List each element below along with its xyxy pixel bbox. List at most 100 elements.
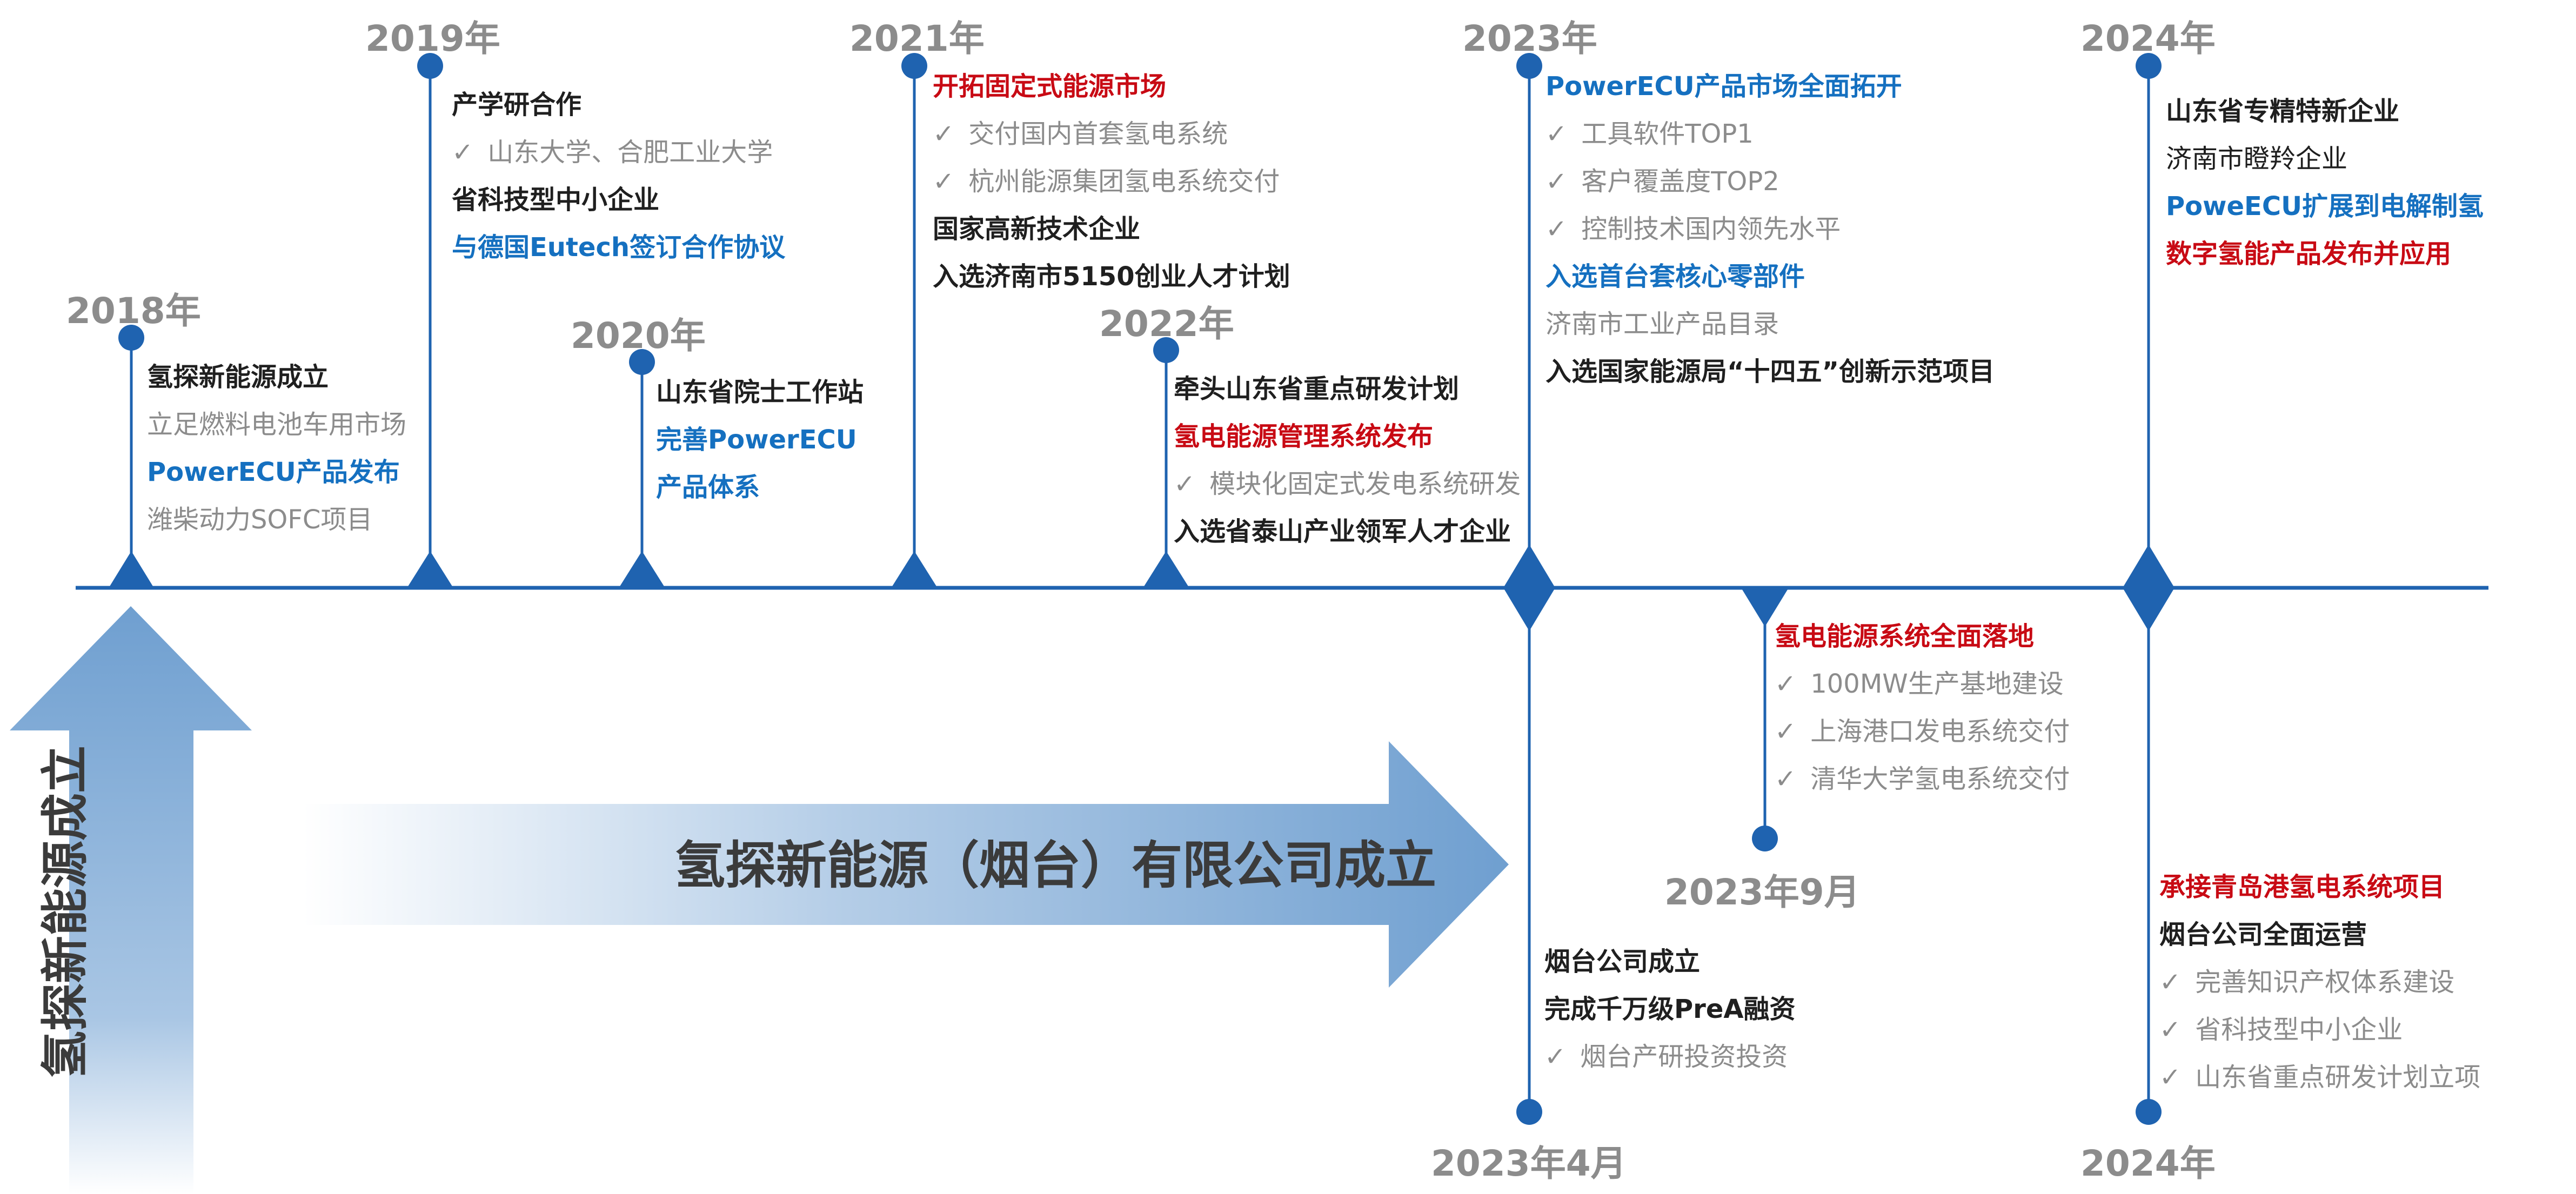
checklist-item: ✓ 交付国内首套氢电系统	[933, 110, 1290, 158]
check-icon: ✓	[1545, 214, 1568, 244]
year-2020: 2020年	[571, 315, 706, 357]
milestone-line: 烟台公司成立	[1544, 938, 1796, 985]
horizontal-yantai-arrow	[303, 741, 1509, 988]
milestone-line: 山东省专精特新企业	[2166, 88, 2484, 135]
milestone-line-text: 入选首台套核心零部件	[1545, 261, 1805, 292]
checklist-item: ✓清华大学氢电系统交付	[1775, 755, 2070, 803]
milestone-line: 立足燃料电池车用市场	[147, 401, 406, 448]
milestone-line: 国家高新技术企业	[933, 205, 1290, 253]
milestone-line: 山东省院士工作站	[656, 368, 864, 416]
milestone-line-text: 100MW生产基地建设	[1810, 669, 2064, 699]
milestone-line: 氢探新能源成立	[147, 353, 406, 401]
milestone-line: 牵头山东省重点研发计划	[1174, 365, 1521, 413]
milestone-line: 产学研合作	[452, 81, 785, 129]
milestone-line: 与德国Eutech签订合作协议	[452, 224, 785, 271]
milestone-line: PowerECU产品市场全面拓开	[1545, 63, 1995, 110]
check-icon: ✓	[1174, 469, 1196, 499]
milestone-line-text: 产品体系	[656, 472, 760, 502]
dot-2020	[629, 349, 655, 375]
milestone-line: 入选济南市5150创业人才计划	[933, 253, 1290, 300]
milestone-line-text: 完善知识产权体系建设	[2195, 967, 2455, 997]
milestone-line-text: 清华大学氢电系统交付	[1810, 764, 2070, 794]
milestone-line: 省科技型中小企业	[452, 176, 785, 224]
milestone-line-text: 杭州能源集团氢电系统交付	[968, 166, 1280, 197]
checklist-item: ✓ 工具软件TOP1	[1545, 110, 1995, 158]
check-icon: ✓	[1544, 1042, 1567, 1072]
year-2021: 2021年	[849, 18, 985, 59]
dot-2019	[417, 53, 443, 79]
check-icon: ✓	[933, 166, 955, 197]
milestone-line-text: 交付国内首套氢电系统	[968, 119, 1228, 149]
check-icon: ✓	[2159, 1062, 2182, 1092]
milestone-line-text: PoweECU扩展到电解制氢	[2166, 191, 2484, 222]
checklist-item: ✓ 上海港口发电系统交付	[1775, 708, 2070, 755]
milestone-line-text: 承接青岛港氢电系统项目	[2159, 872, 2445, 902]
milestone-line-text: 完成千万级PreA融资	[1544, 994, 1796, 1024]
dot-2023-9	[1752, 826, 1778, 851]
checklist-item: ✓ 山东大学、合肥工业大学	[452, 129, 785, 176]
year-2024: 2024年	[2080, 18, 2216, 59]
marker-2018	[108, 551, 155, 589]
milestone-line-text: 牵头山东省重点研发计划	[1174, 374, 1460, 404]
checklist-item: ✓ 烟台产研投资投资	[1544, 1033, 1796, 1081]
milestone-line: 入选首台套核心零部件	[1545, 253, 1995, 300]
milestone-2023-details: PowerECU产品市场全面拓开✓工具软件TOP1✓客户覆盖度TOP2✓控制技术…	[1545, 63, 1995, 395]
milestone-line-text: 与德国Eutech签订合作协议	[452, 232, 786, 263]
check-icon: ✓	[1775, 669, 1797, 699]
check-icon: ✓	[2159, 1015, 2182, 1045]
milestone-line: 产品体系	[656, 464, 864, 511]
milestone-line-text: 济南市工业产品目录	[1545, 309, 1779, 339]
milestone-line: 烟台公司全面运营	[2159, 911, 2480, 958]
milestone-line-text: PowerECU产品发布	[147, 457, 400, 487]
milestone-line: 数字氢能产品发布并应用	[2166, 230, 2484, 278]
checklist-item: ✓客户覆盖度TOP2	[1545, 158, 1995, 205]
year-2023-9: 2023年9月	[1664, 871, 1860, 913]
milestone-line-text: 入选省泰山产业领军人才企业	[1174, 516, 1511, 547]
milestone-line-text: 省科技型中小企业	[2195, 1015, 2403, 1045]
milestone-line: PowerECU产品发布	[147, 448, 406, 496]
milestone-line: 氢电能源系统全面落地	[1775, 613, 2070, 660]
milestone-2024-details: 山东省专精特新企业济南市瞪羚企业 PoweECU扩展到电解制氢数字氢能产品发布并应…	[2166, 88, 2484, 278]
vertical-founding-arrow	[10, 606, 252, 1194]
vertical-arrow-label: 氢探新能源成立	[37, 745, 93, 1078]
milestone-line-text: 济南市瞪羚企业	[2166, 144, 2348, 174]
milestone-line-text: 烟台公司全面运营	[2159, 920, 2367, 950]
milestone-2023-4-details: 烟台公司成立完成千万级PreA融资 ✓ 烟台产研投资投资	[1544, 938, 1796, 1081]
milestone-line-text: 上海港口发电系统交付	[1810, 716, 2070, 747]
check-icon: ✓	[1545, 166, 1568, 197]
milestone-line-text: 立足燃料电池车用市场	[147, 410, 407, 440]
milestone-line: 完成千万级PreA融资	[1544, 985, 1796, 1033]
checklist-item: ✓ 杭州能源集团氢电系统交付	[933, 158, 1290, 205]
milestone-line: 入选国家能源局“十四五”创新示范项目	[1545, 348, 1995, 395]
milestone-line-text: 开拓固定式能源市场	[933, 71, 1167, 102]
dot-2022	[1153, 337, 1179, 363]
milestone-line-text: 省科技型中小企业	[452, 185, 660, 215]
milestone-line-text: 控制技术国内领先水平	[1581, 214, 1841, 244]
checklist-item: ✓模块化固定式发电系统研发	[1174, 460, 1521, 508]
check-icon: ✓	[452, 137, 474, 167]
milestone-2023-9-details: 氢电能源系统全面落地 ✓ 100MW生产基地建设 ✓ 上海港口发电系统交付 ✓清华大学氢电…	[1775, 613, 2070, 803]
year-2023: 2023年	[1462, 18, 1597, 59]
marker-2019	[406, 551, 454, 589]
dot-2023	[1516, 53, 1542, 79]
checklist-item: ✓ 控制技术国内领先水平	[1545, 205, 1995, 253]
check-icon: ✓	[1545, 119, 1568, 149]
marker-2023-9	[1741, 588, 1789, 627]
diamond-2024	[2123, 545, 2174, 631]
check-icon: ✓	[2159, 967, 2182, 997]
marker-2022	[1142, 551, 1190, 589]
milestone-line-text: 工具软件TOP1	[1581, 119, 1754, 149]
checklist-item: ✓ 省科技型中小企业	[2159, 1006, 2480, 1054]
milestone-line: PoweECU扩展到电解制氢	[2166, 183, 2484, 230]
milestone-line: 济南市瞪羚企业	[2166, 135, 2484, 183]
year-2019: 2019年	[365, 18, 500, 59]
milestone-line-text: 山东大学、合肥工业大学	[487, 137, 773, 167]
milestone-line-text: 烟台产研投资投资	[1580, 1042, 1788, 1072]
check-icon: ✓	[1775, 716, 1797, 747]
milestone-line: 完善PowerECU	[656, 416, 864, 464]
dot-2024-b	[2136, 1099, 2162, 1125]
check-icon: ✓	[933, 119, 955, 149]
milestone-line-text: PowerECU产品市场全面拓开	[1545, 71, 1902, 102]
milestone-2021-details: 开拓固定式能源市场 ✓ 交付国内首套氢电系统 ✓ 杭州能源集团氢电系统交付国家高新技术企…	[933, 63, 1290, 300]
marker-2021	[891, 551, 938, 589]
